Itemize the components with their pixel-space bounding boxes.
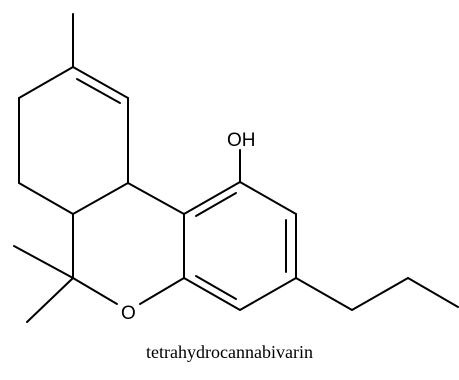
bond-ring-a-3 xyxy=(18,182,74,215)
bond-gem-methyl-1 xyxy=(13,245,74,279)
bond-pyran-4 xyxy=(127,182,185,215)
bond-ring-a-1 xyxy=(18,66,74,99)
ring-oxygen-label: O xyxy=(121,303,136,324)
bond-propyl-2 xyxy=(351,277,409,311)
bond-pyran-2 xyxy=(72,277,118,305)
hydroxyl-label: OH xyxy=(227,130,256,151)
bond-ring-a-double xyxy=(76,78,121,104)
bond-arom-3 xyxy=(239,277,297,311)
compound-name-caption: tetrahydrocannabivarin xyxy=(146,342,313,362)
bond-pyran-3 xyxy=(139,277,185,305)
bond-arom-2 xyxy=(183,277,241,311)
bond-arom-double-1 xyxy=(195,192,237,217)
bond-ring-a-4 xyxy=(72,182,129,215)
bond-arom-5 xyxy=(239,181,297,215)
bond-arom-6 xyxy=(183,181,241,215)
bond-propyl-1 xyxy=(295,277,353,311)
bond-ring-a-6 xyxy=(72,66,129,99)
bond-arom-double-3 xyxy=(195,275,237,300)
bond-gem-methyl-2 xyxy=(26,277,74,323)
bond-propyl-3 xyxy=(407,277,459,308)
